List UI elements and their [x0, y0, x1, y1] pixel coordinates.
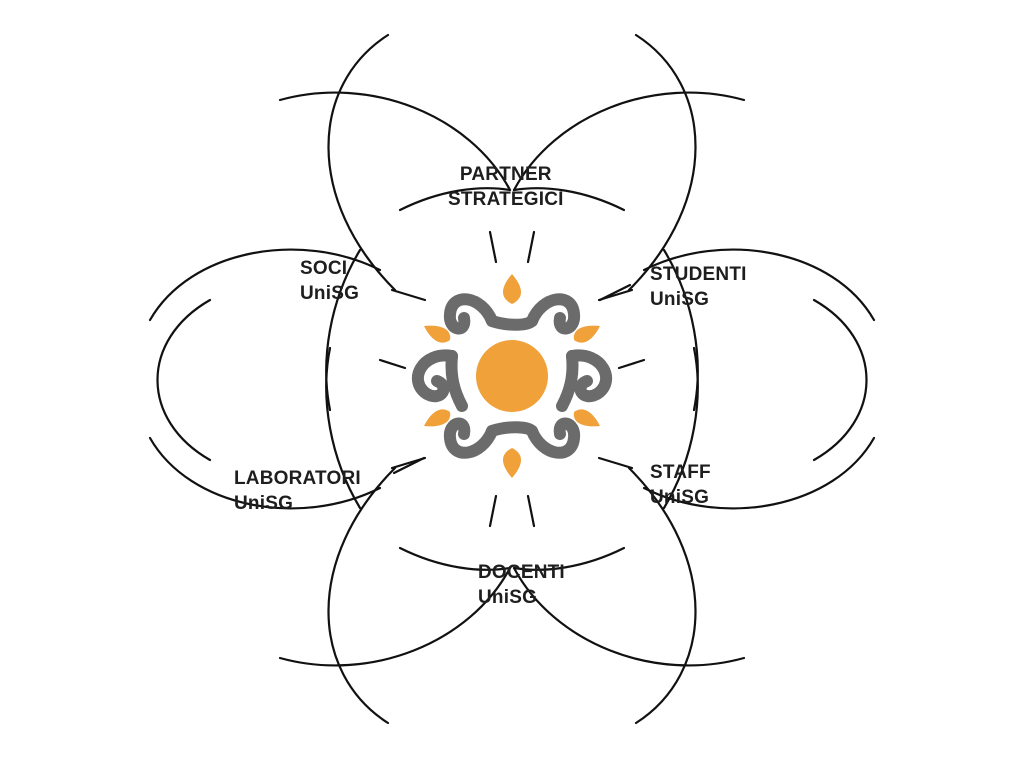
arc-right-top [642, 248, 876, 322]
spoke-3 [488, 494, 498, 528]
arc-left-bottom [148, 436, 382, 510]
arc-bottom-right-2 [512, 566, 746, 667]
node-partner: PARTNER STRATEGICI [448, 162, 564, 212]
arc-inner-1 [325, 248, 362, 412]
spoke-2 [526, 230, 536, 264]
arc-left-top [148, 248, 382, 322]
arc-left-outer [156, 298, 212, 462]
arc-top-right-2 [512, 91, 746, 192]
arc-inner-5 [398, 187, 512, 212]
arc-right-bottom [642, 436, 876, 510]
arc-bottom-left [327, 466, 397, 725]
spoke-10 [617, 358, 646, 370]
arc-inner-7 [398, 546, 512, 571]
logo-mark-icon [411, 274, 613, 478]
node-partner-line-2: STRATEGICI [448, 189, 564, 210]
node-studenti-line-1: STUDENTI [650, 264, 747, 285]
spoke-12 [392, 456, 426, 475]
spoke-8 [597, 456, 634, 470]
node-docenti-line-1: DOCENTI [478, 562, 565, 583]
spoke-11 [598, 283, 632, 302]
node-soci: SOCI UniSG [300, 256, 359, 306]
node-staff: STAFF UniSG [650, 460, 711, 510]
node-studenti-line-2: UniSG [650, 289, 710, 310]
node-soci-line-2: UniSG [300, 283, 360, 304]
arc-inner-6 [512, 187, 626, 212]
node-docenti-line-2: UniSG [478, 587, 538, 608]
node-staff-line-2: UniSG [650, 487, 710, 508]
arc-top-left-2 [278, 91, 512, 192]
spoke-1 [488, 230, 498, 264]
spoke-9 [378, 358, 407, 370]
spoke-5 [390, 288, 427, 302]
arc-inner-2 [662, 248, 699, 412]
node-soci-line-1: SOCI [300, 258, 348, 279]
node-docenti: DOCENTI UniSG [478, 560, 565, 610]
arc-inner-3 [325, 346, 362, 510]
node-laboratori: LABORATORI UniSG [234, 466, 361, 516]
arc-top-left [327, 33, 397, 292]
arc-right-outer [812, 298, 868, 462]
node-laboratori-line-2: UniSG [234, 493, 294, 514]
arc-top-right [627, 33, 697, 292]
node-partner-line-1: PARTNER [459, 164, 552, 185]
node-studenti: STUDENTI UniSG [650, 262, 747, 312]
arc-inner-4 [662, 346, 699, 510]
spoke-4 [526, 494, 536, 528]
node-laboratori-line-1: LABORATORI [234, 468, 361, 489]
arc-bottom-right [627, 466, 697, 725]
node-staff-line-1: STAFF [650, 462, 711, 483]
arc-inner-8 [512, 546, 626, 571]
arc-bottom-left-2 [278, 566, 512, 667]
